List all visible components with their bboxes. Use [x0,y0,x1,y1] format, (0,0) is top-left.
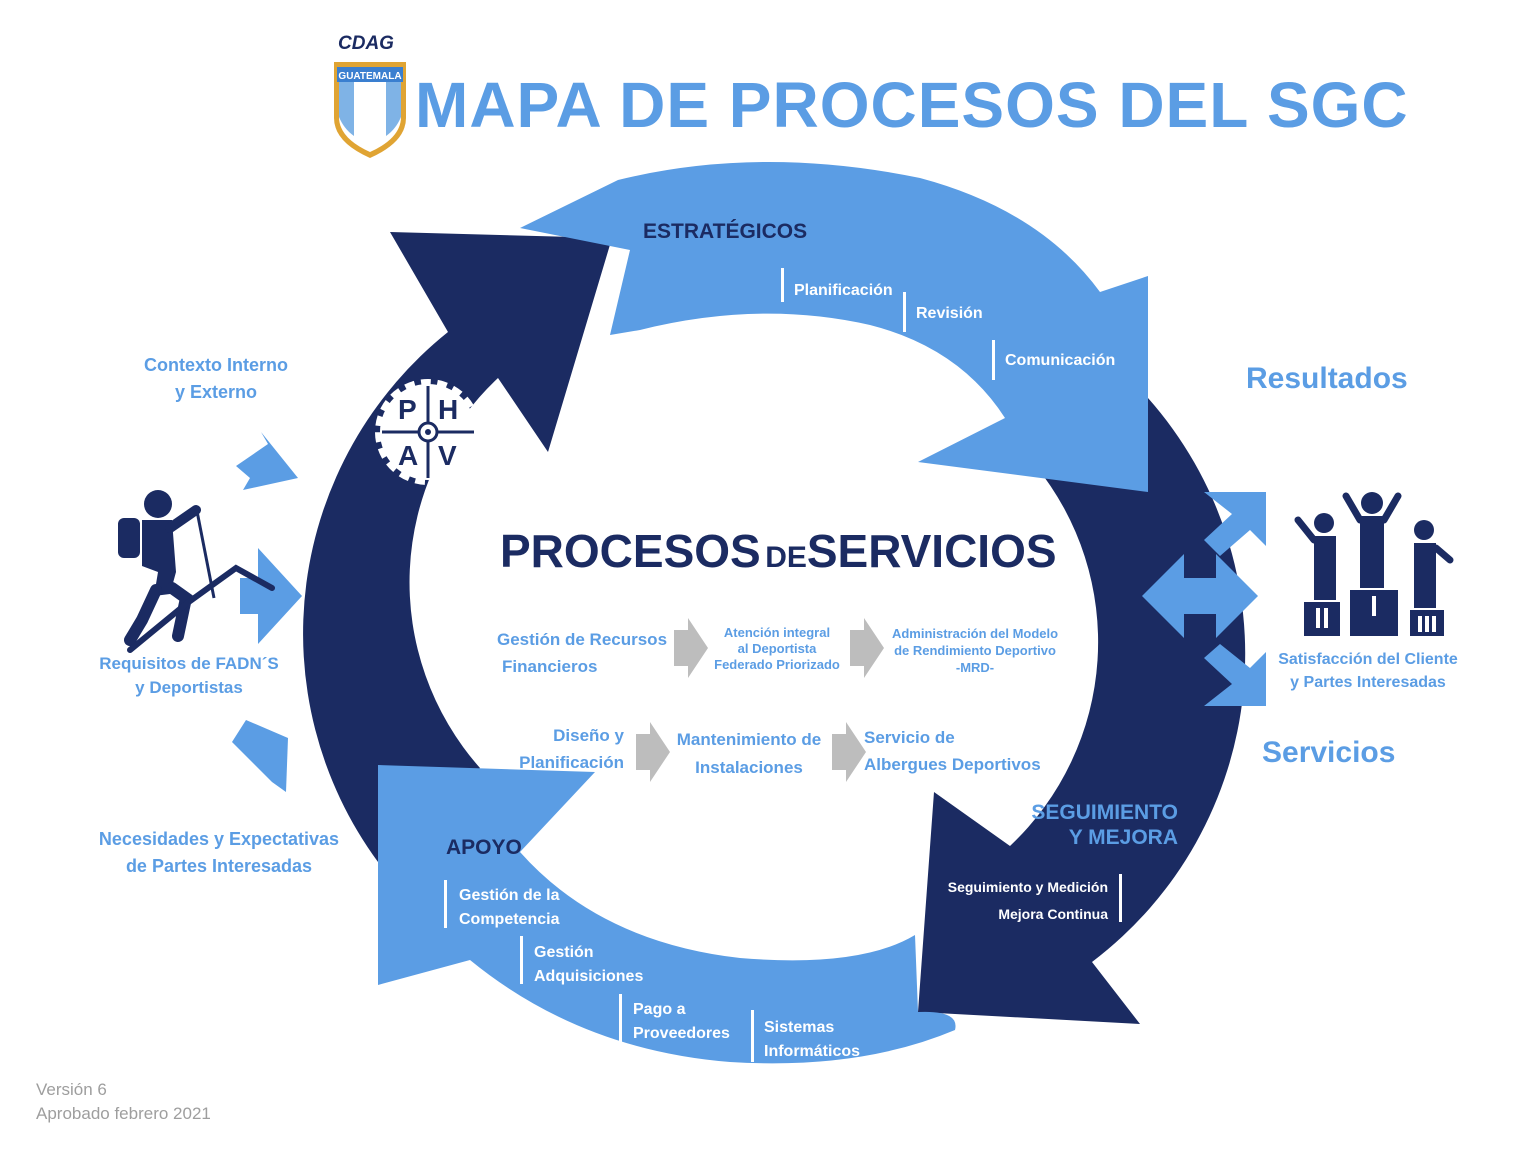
output-resultados: Resultados [1246,362,1408,395]
flow-arrow-4 [832,722,866,782]
phva-letter-h: H [438,394,459,425]
input-arrows [232,432,302,792]
cdag-logo: CDAG GUATEMALA [334,33,406,158]
input-arrow-requisitos [240,548,302,644]
phva-gear-icon [375,379,481,485]
seguimiento-label: SEGUIMIENTO Y MEJORA [1031,801,1178,849]
separator-bar [619,994,622,1042]
output-arrows [1142,492,1266,706]
podium-winners-icon [1294,492,1454,636]
separator-bar [1119,874,1122,922]
output-servicios: Servicios [1262,736,1396,769]
page-title: MAPA DE PROCESOS DEL SGC [415,69,1409,141]
cycle-arrow-estrategicos [520,161,1148,492]
seguimiento-item-mejora: Mejora Continua [998,906,1108,922]
separator-bar [520,936,523,984]
estrategicos-item-planificacion: Planificación [794,282,893,299]
separator-bar [751,1010,754,1062]
separator-bar [781,268,784,302]
cycle-arrow-apoyo [378,765,956,1064]
output-arrow-resultados [1204,492,1266,556]
input-arrow-contexto [236,432,298,490]
output-arrow-servicios [1204,644,1266,706]
flow-arrow-3 [636,722,670,782]
service-gestion-recursos: Gestión de Recursos Financieros [496,630,668,676]
phva-letter-a: A [398,440,419,471]
separator-bar [992,340,995,380]
flow-arrow-1 [674,618,708,678]
double-arrow-icon [1142,554,1258,638]
flow-arrow-2 [850,618,884,678]
estrategicos-item-comunicacion: Comunicación [1005,352,1116,369]
phva-letter-v: V [438,440,457,471]
apoyo-label: APOYO [446,836,522,859]
center-flow-arrows [636,618,884,782]
center-title: PROCESOS DESERVICIOS [500,525,1057,577]
separator-bar [903,292,906,332]
cycle-arrow-left [303,232,612,862]
logo-top-text: CDAG [338,33,394,54]
phva-letter-p: P [398,394,417,425]
input-arrow-necesidades [232,720,288,792]
seguimiento-item-medicion: Seguimiento y Medición [947,879,1108,895]
estrategicos-item-revision: Revisión [916,305,983,322]
logo-badge-text: GUATEMALA [338,71,401,82]
cycle-arrow-right [918,398,1246,1024]
estrategicos-label: ESTRATÉGICOS [643,220,808,243]
footer-version: Versión 6 Aprobado febrero 2021 [36,1080,211,1123]
separator-bar [444,880,447,928]
climber-icon [118,490,275,653]
logo-badge [337,67,403,82]
